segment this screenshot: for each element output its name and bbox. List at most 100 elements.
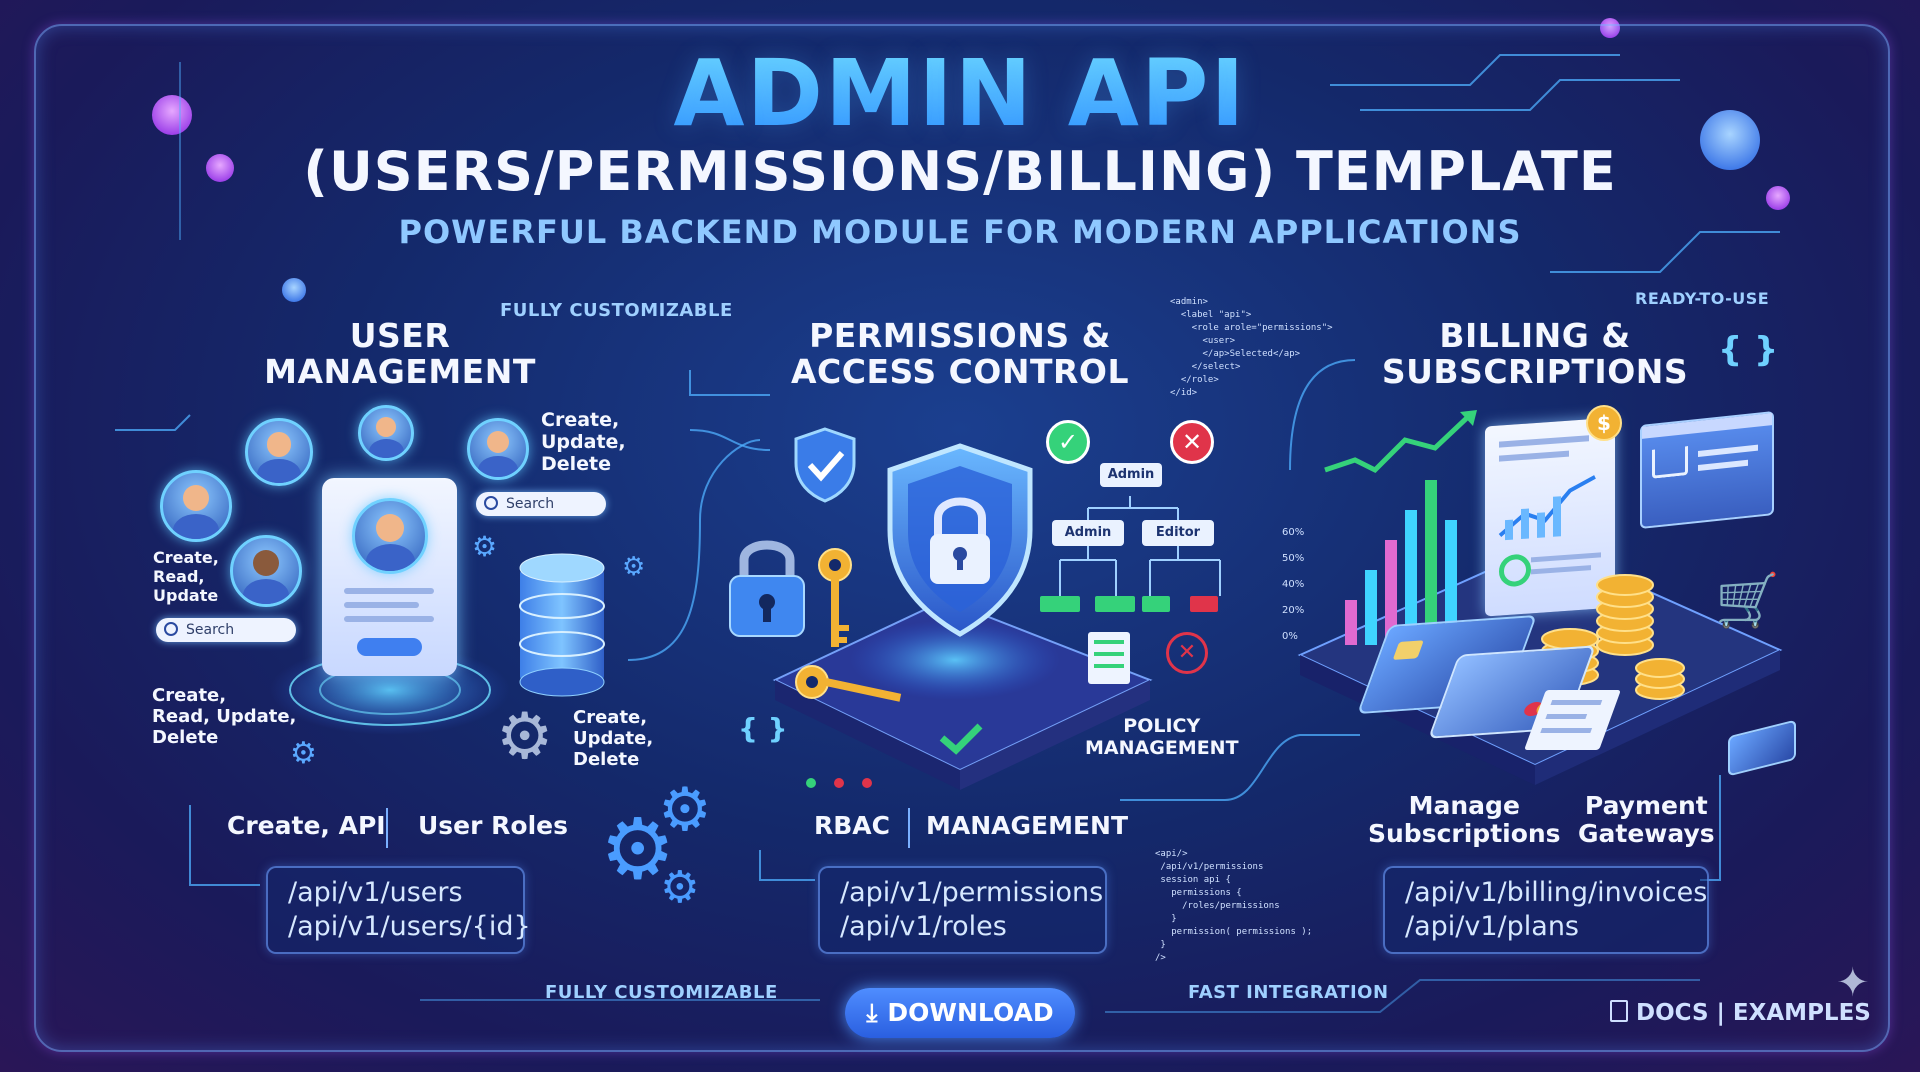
endpoint-user-by-id[interactable]: /api/v1/users/{id} bbox=[288, 911, 531, 942]
billing-title-line2: SUBSCRIPTIONS bbox=[1381, 352, 1689, 391]
users-title-line1: USER bbox=[349, 316, 451, 355]
endpoint-plans[interactable]: /api/v1/plans bbox=[1405, 911, 1579, 942]
user-profile-card bbox=[322, 478, 457, 676]
database-icon bbox=[516, 550, 608, 700]
page-tagline: POWERFUL BACKEND MODULE FOR MODERN APPLI… bbox=[398, 213, 1522, 251]
permissions-footer-right: MANAGEMENT bbox=[926, 811, 1129, 840]
download-icon: ⤓ bbox=[866, 998, 878, 1027]
permissions-endpoints[interactable]: /api/v1/permissions /api/v1/roles bbox=[818, 866, 1107, 954]
users-footer-left: Create, API bbox=[227, 811, 386, 840]
key-icon bbox=[818, 548, 852, 647]
deny-x-icon: ✕ bbox=[1166, 632, 1208, 674]
users-title-line2: MANAGEMENT bbox=[264, 352, 536, 391]
policy-management-label: POLICY MANAGEMENT bbox=[1085, 715, 1239, 759]
role-node-editor: Editor bbox=[1142, 520, 1214, 546]
decor-orb bbox=[206, 154, 234, 182]
checklist-icon bbox=[1088, 632, 1130, 684]
search-input-bottom[interactable]: Search bbox=[156, 618, 296, 642]
gear-icon: ⚙ bbox=[496, 700, 554, 774]
role-node-admin: Admin bbox=[1052, 520, 1124, 546]
sparkle-icon: ✦ bbox=[1836, 960, 1870, 1006]
user-avatar bbox=[358, 405, 414, 461]
users-section-title: USER MANAGEMENT bbox=[250, 318, 550, 390]
billing-axis-ticks: 60% 50% 40% 20% 0% bbox=[1282, 527, 1305, 642]
gear-icon: ⚙ bbox=[290, 736, 317, 771]
billing-footer-left: Manage Subscriptions bbox=[1368, 791, 1561, 848]
permission-chip bbox=[1142, 596, 1170, 612]
status-dot bbox=[806, 778, 816, 788]
search-placeholder: Search bbox=[186, 622, 235, 638]
invoice-document bbox=[1485, 417, 1615, 617]
decor-orb bbox=[1766, 186, 1790, 210]
search-placeholder: Search bbox=[506, 496, 555, 512]
security-shield-icon bbox=[887, 443, 1033, 637]
badge-fast-integration: FAST INTEGRATION bbox=[1188, 982, 1389, 1003]
divider bbox=[908, 808, 910, 848]
profile-avatar bbox=[352, 498, 428, 574]
role-node-root: Admin bbox=[1100, 463, 1162, 487]
padlock-icon bbox=[729, 540, 805, 637]
page-subtitle: (USERS/PERMISSIONS/BILLING) TEMPLATE bbox=[303, 140, 1617, 203]
crud-label-bottom-right: Create,Update,Delete bbox=[573, 707, 654, 770]
page-title: ADMIN API bbox=[0, 40, 1920, 147]
code-snippet-xml: <admin> <label "api"> <role arole="permi… bbox=[1170, 297, 1333, 398]
key-icon bbox=[795, 665, 902, 702]
permissions-footer-left: RBAC bbox=[814, 811, 891, 840]
decor-orb bbox=[282, 278, 306, 302]
endpoint-users[interactable]: /api/v1/users bbox=[288, 877, 463, 908]
users-endpoints[interactable]: /api/v1/users /api/v1/users/{id} bbox=[266, 866, 531, 954]
allow-check-icon: ✓ bbox=[1046, 420, 1090, 464]
divider bbox=[386, 808, 388, 848]
user-avatar bbox=[160, 470, 232, 542]
user-avatar bbox=[230, 535, 302, 607]
permission-chip bbox=[1190, 596, 1218, 612]
check-icon bbox=[939, 723, 983, 755]
decor-orb bbox=[1700, 110, 1760, 170]
endpoint-roles[interactable]: /api/v1/roles bbox=[840, 911, 1007, 942]
gear-icon: ⚙ bbox=[472, 530, 498, 563]
search-input-top[interactable]: Search bbox=[476, 492, 606, 516]
billing-title-line1: BILLING & bbox=[1439, 316, 1631, 355]
decor-orb bbox=[1600, 18, 1620, 38]
endpoint-permissions[interactable]: /api/v1/permissions bbox=[840, 877, 1104, 908]
role-tree-connectors bbox=[1059, 496, 1221, 596]
badge-ready-to-use: READY-TO-USE bbox=[1635, 289, 1770, 308]
billing-section-title: BILLING & SUBSCRIPTIONS bbox=[1375, 318, 1695, 390]
crud-label-top: Create,Update,Delete bbox=[541, 409, 626, 475]
download-button[interactable]: ⤓ DOWNLOAD bbox=[845, 988, 1075, 1038]
deny-x-icon: ✕ bbox=[1170, 420, 1214, 464]
docs-examples-label: DOCS | EXAMPLES bbox=[1636, 1000, 1871, 1026]
permission-chip bbox=[1040, 596, 1080, 612]
endpoint-billing-invoices[interactable]: /api/v1/billing/invoices bbox=[1405, 877, 1708, 908]
gear-icon: ⚙ bbox=[622, 552, 646, 582]
permissions-section-title: PERMISSIONS & ACCESS CONTROL bbox=[770, 318, 1150, 390]
shopping-cart-icon: 🛒 bbox=[1715, 571, 1780, 631]
user-avatar bbox=[245, 418, 313, 486]
dollar-coin-icon: $ bbox=[1586, 405, 1622, 441]
profile-action-button[interactable] bbox=[357, 638, 422, 656]
shield-check-icon bbox=[794, 427, 856, 503]
status-dot bbox=[834, 778, 844, 788]
search-icon bbox=[164, 622, 178, 636]
gear-icon: ⚙ bbox=[658, 775, 712, 845]
badge-customizable-top: FULLY CUSTOMIZABLE bbox=[500, 300, 733, 321]
code-braces-icon: { } bbox=[738, 712, 788, 745]
permission-chip bbox=[1095, 596, 1135, 612]
document-icon bbox=[1610, 1000, 1628, 1022]
decor-orb bbox=[152, 95, 192, 135]
code-braces-icon: { } bbox=[1718, 330, 1779, 370]
crud-label-left: Create,Read,Update bbox=[153, 548, 219, 605]
permissions-title-line1: PERMISSIONS & bbox=[809, 316, 1111, 355]
code-snippet-routes: <api/> /api/v1/permissions session api {… bbox=[1155, 849, 1313, 963]
docs-examples-link[interactable]: DOCS | EXAMPLES bbox=[1610, 1000, 1871, 1026]
crud-label-bottom-left: Create,Read, Update,Delete bbox=[152, 685, 297, 748]
gear-icon: ⚙ bbox=[600, 800, 676, 898]
billing-footer-right: Payment Gateways bbox=[1578, 791, 1715, 848]
outer-frame bbox=[34, 24, 1890, 1052]
badge-customizable-bottom: FULLY CUSTOMIZABLE bbox=[545, 982, 778, 1003]
status-dot bbox=[862, 778, 872, 788]
billing-endpoints[interactable]: /api/v1/billing/invoices /api/v1/plans bbox=[1383, 866, 1709, 954]
search-icon bbox=[484, 496, 498, 510]
gear-icon: ⚙ bbox=[660, 862, 700, 913]
download-label: DOWNLOAD bbox=[887, 998, 1054, 1027]
